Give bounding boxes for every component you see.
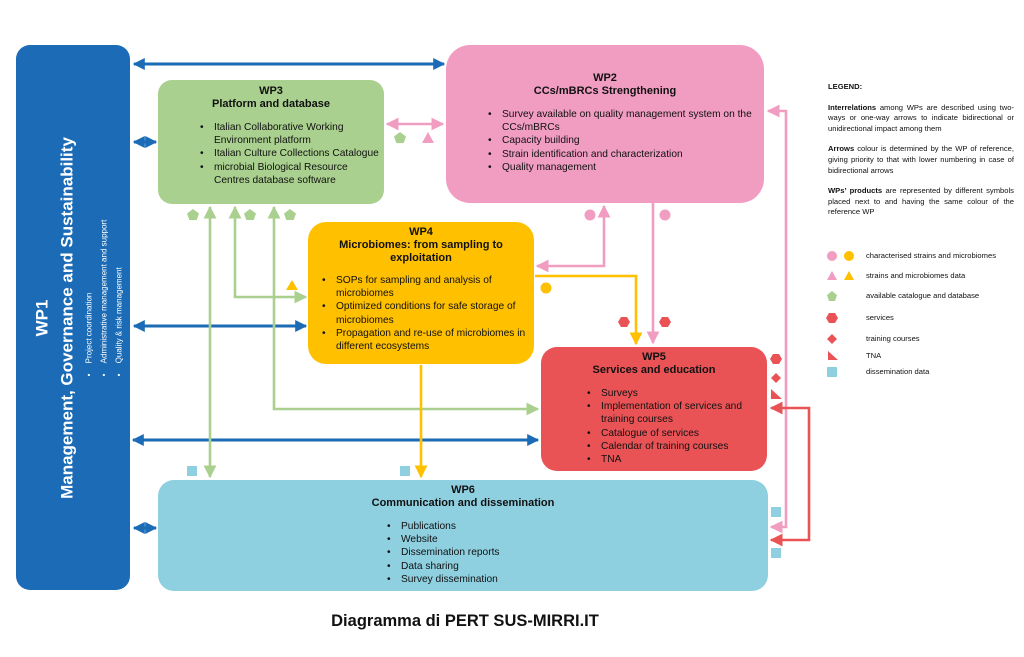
list-item: Catalogue of services: [585, 427, 767, 440]
wp4-id: WP4: [409, 226, 433, 238]
wp6-id: WP6: [451, 484, 475, 496]
wp1-title: Management, Governance and Sustainabilit…: [57, 136, 76, 499]
wp6-box: WP6 Communication and dissemination Publ…: [158, 480, 768, 591]
pentagon-icon: [284, 209, 296, 220]
legend-products: WPs’ products are represented by differe…: [828, 186, 1014, 217]
legend-square-icon: [827, 367, 837, 377]
legend-hexagon-icon: [826, 313, 838, 323]
list-item: Implementation of services and training …: [585, 400, 767, 426]
circle-icon: [540, 282, 552, 294]
list-item: Project coordination: [81, 219, 96, 376]
list-item: Surveys: [585, 387, 767, 400]
list-item: Capacity building: [486, 134, 764, 147]
list-item: Italian Collaborative Working Environmen…: [198, 121, 384, 147]
legend-triangle-icon: [844, 271, 854, 280]
wp4-title: Microbiomes: from sampling to exploitati…: [339, 239, 503, 264]
wp3-box: WP3 Platform and database Italian Collab…: [158, 80, 384, 204]
list-item: SOPs for sampling and analysis of microb…: [320, 274, 534, 300]
legend-arrows: Arrows colour is determined by the WP of…: [828, 144, 1014, 175]
legend-circle-icon: [827, 251, 837, 261]
legend-label-strains-data: strains and microbiomes data: [866, 271, 966, 280]
wp3-bullets: Italian Collaborative Working Environmen…: [198, 121, 384, 187]
hexagon-icon: [659, 317, 671, 327]
wp1-box: WP1 Management, Governance and Sustainab…: [16, 45, 130, 590]
wp1-id: WP1: [32, 299, 51, 336]
arrow-wp3-wp5: [267, 205, 540, 416]
list-item: Website: [385, 533, 768, 546]
wp6-bullets: Publications Website Dissemination repor…: [385, 520, 768, 586]
pentagon-icon: [244, 209, 256, 220]
wp1-bullets: Project coordination Administrative mana…: [81, 219, 126, 376]
legend-label-training-courses: training courses: [866, 334, 920, 343]
legend-diamond-icon: [827, 334, 837, 344]
legend-label-services: services: [866, 313, 894, 322]
list-item: Optimized conditions for safe storage of…: [320, 300, 534, 326]
list-item: microbial Biological Resource Centres da…: [198, 161, 384, 187]
pentagon-icon: [394, 132, 406, 143]
legend-pentagon-icon: [827, 291, 837, 301]
wp2-bullets: Survey available on quality management s…: [486, 108, 764, 174]
legend-symbols: [826, 251, 854, 377]
hexagon-icon: [618, 317, 630, 327]
legend: LEGEND: Interrelations among WPs are des…: [828, 82, 1014, 228]
list-item: Administrative management and support: [96, 219, 111, 376]
wp4-box: WP4 Microbiomes: from sampling to exploi…: [308, 222, 534, 364]
wp3-id: WP3: [259, 85, 283, 97]
list-item: Survey dissemination: [385, 573, 768, 586]
arrow-wp5-wp6: [769, 401, 811, 547]
legend-label-tna: TNA: [866, 351, 882, 360]
square-icon: [400, 466, 410, 476]
diamond-icon: [771, 373, 781, 383]
arrow-wp3-wp4: [228, 205, 308, 304]
triangle-icon: [422, 132, 434, 143]
list-item: Survey available on quality management s…: [486, 108, 764, 134]
list-item: Publications: [385, 520, 768, 533]
hexagon-icon: [770, 354, 782, 364]
wp3-title: Platform and database: [212, 98, 330, 110]
wp5-title: Services and education: [592, 364, 716, 376]
legend-right-triangle-icon: [828, 351, 838, 360]
list-item: Quality management: [486, 161, 764, 174]
list-item: Quality & risk management: [111, 219, 126, 376]
circle-icon: [659, 209, 671, 221]
wp2-id: WP2: [593, 72, 617, 84]
square-icon: [771, 548, 781, 558]
diagram-caption: Diagramma di PERT SUS-MIRRI.IT: [331, 612, 599, 630]
legend-interrelations: Interrelations among WPs are described u…: [828, 102, 1014, 133]
list-item: Dissemination reports: [385, 546, 768, 559]
arrow-wp2-wp4: [535, 204, 611, 273]
pentagon-icon: [187, 209, 199, 220]
arrow-wp2-wp6: [766, 104, 788, 534]
wp5-id: WP5: [642, 351, 666, 363]
square-icon: [771, 507, 781, 517]
right-triangle-icon: [771, 389, 782, 399]
wp2-box: WP2 CCs/mBRCs Strengthening Survey avail…: [446, 45, 764, 203]
wp4-bullets: SOPs for sampling and analysis of microb…: [320, 274, 534, 353]
list-item: Strain identification and characterizati…: [486, 148, 764, 161]
list-item: Propagation and re-use of microbiomes in…: [320, 327, 534, 353]
legend-label-dissemination-data: dissemination data: [866, 367, 930, 376]
legend-triangle-icon: [827, 271, 837, 280]
legend-label-characterised-strains: characterised strains and microbiomes: [866, 251, 996, 260]
wp2-title: CCs/mBRCs Strengthening: [533, 85, 677, 97]
legend-title: LEGEND:: [828, 82, 863, 91]
arrow-wp4-wp5: [535, 274, 643, 346]
legend-label-catalogue: available catalogue and database: [866, 291, 980, 300]
wp5-box: WP5 Services and education Surveys Imple…: [541, 347, 767, 471]
square-icon: [187, 466, 197, 476]
list-item: Italian Culture Collections Catalogue: [198, 147, 384, 160]
list-item: TNA: [585, 453, 767, 466]
list-item: Data sharing: [385, 560, 768, 573]
wp5-bullets: Surveys Implementation of services and t…: [585, 387, 767, 466]
triangle-icon: [286, 280, 298, 290]
circle-icon: [584, 209, 596, 221]
legend-circle-icon: [844, 251, 854, 261]
list-item: Calendar of training courses: [585, 440, 767, 453]
wp6-title: Communication and dissemination: [371, 497, 555, 509]
